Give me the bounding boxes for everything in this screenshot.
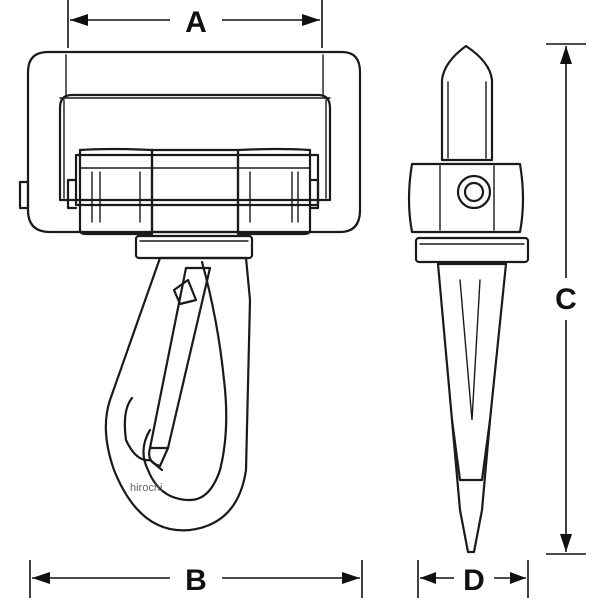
dimension-d: D: [417, 560, 529, 598]
side-view: [407, 44, 530, 554]
gate-tip: [148, 446, 170, 468]
dimension-b: B: [29, 560, 363, 598]
swivel-collar: [134, 234, 254, 260]
swivel-loop-inner: [58, 93, 332, 202]
side-loop-blade: [440, 44, 494, 162]
swivel-loop-outer: [26, 50, 362, 234]
spring-gate: [148, 266, 212, 450]
side-hook: [436, 262, 508, 554]
side-collar: [414, 236, 530, 264]
dimension-c: C: [546, 43, 586, 555]
hook-inner: [142, 260, 228, 502]
gate-spring-notch: [172, 278, 198, 306]
front-view: [18, 50, 362, 532]
dimension-c-label: C: [555, 283, 577, 316]
dimension-a-label: A: [185, 6, 207, 39]
barrel: [66, 147, 320, 236]
side-gate: [450, 418, 492, 482]
side-pin: [456, 174, 492, 210]
side-barrel: [407, 162, 525, 234]
dimension-d-label: D: [463, 564, 485, 597]
dimension-b-label: B: [185, 564, 207, 597]
watermark-text: hirochi: [130, 482, 162, 494]
dimension-a: A: [67, 0, 323, 48]
hook-nose: [123, 396, 164, 472]
pin-stub-left: [18, 180, 30, 210]
hook-body: [104, 256, 252, 532]
